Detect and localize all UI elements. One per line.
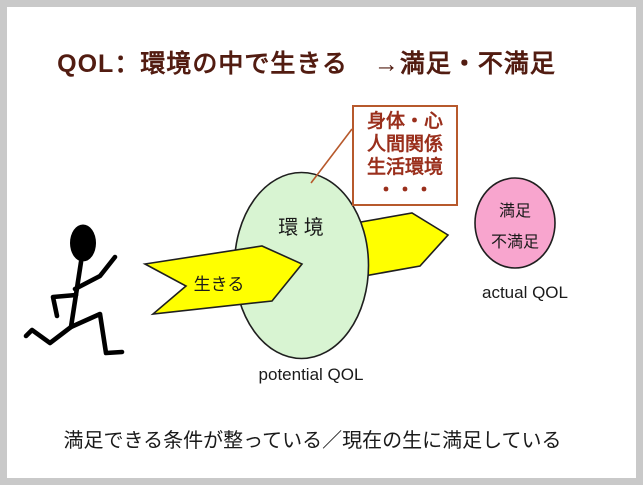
stick-figure-right-arm [72,254,118,292]
potential-qol-label: potential QOL [258,365,364,384]
stick-figure-back-leg [23,324,74,346]
stick-figure-front-leg [68,311,125,356]
running-person-icon [23,224,125,356]
callout-line: 人間関係 [366,133,443,155]
callout-box: 身体・心 人間関係 生活環境 ・・・ [352,105,458,206]
satisfaction-label: 満足 [498,203,531,220]
satisfaction-circle [474,177,556,269]
living-arrow-label: 生きる [193,275,245,294]
callout-line: 身体・心 [366,110,443,132]
callout-connector-line [310,128,353,184]
environment-label: 環 境 [278,217,324,239]
bottom-statement: 満足できる条件が整っている／現在の生に満足している [63,430,562,452]
stick-figure-left-arm [50,292,79,319]
actual-qol-label: actual QOL [482,283,568,302]
dissatisfaction-label: 不満足 [490,234,539,251]
living-arrow [142,245,304,316]
callout-line: 生活環境 [366,156,443,178]
callout-line: ・・・ [376,179,434,201]
stick-figure-head [70,224,96,262]
page-title: QOL：環境の中で生きる →満足・不満足 [57,50,556,78]
